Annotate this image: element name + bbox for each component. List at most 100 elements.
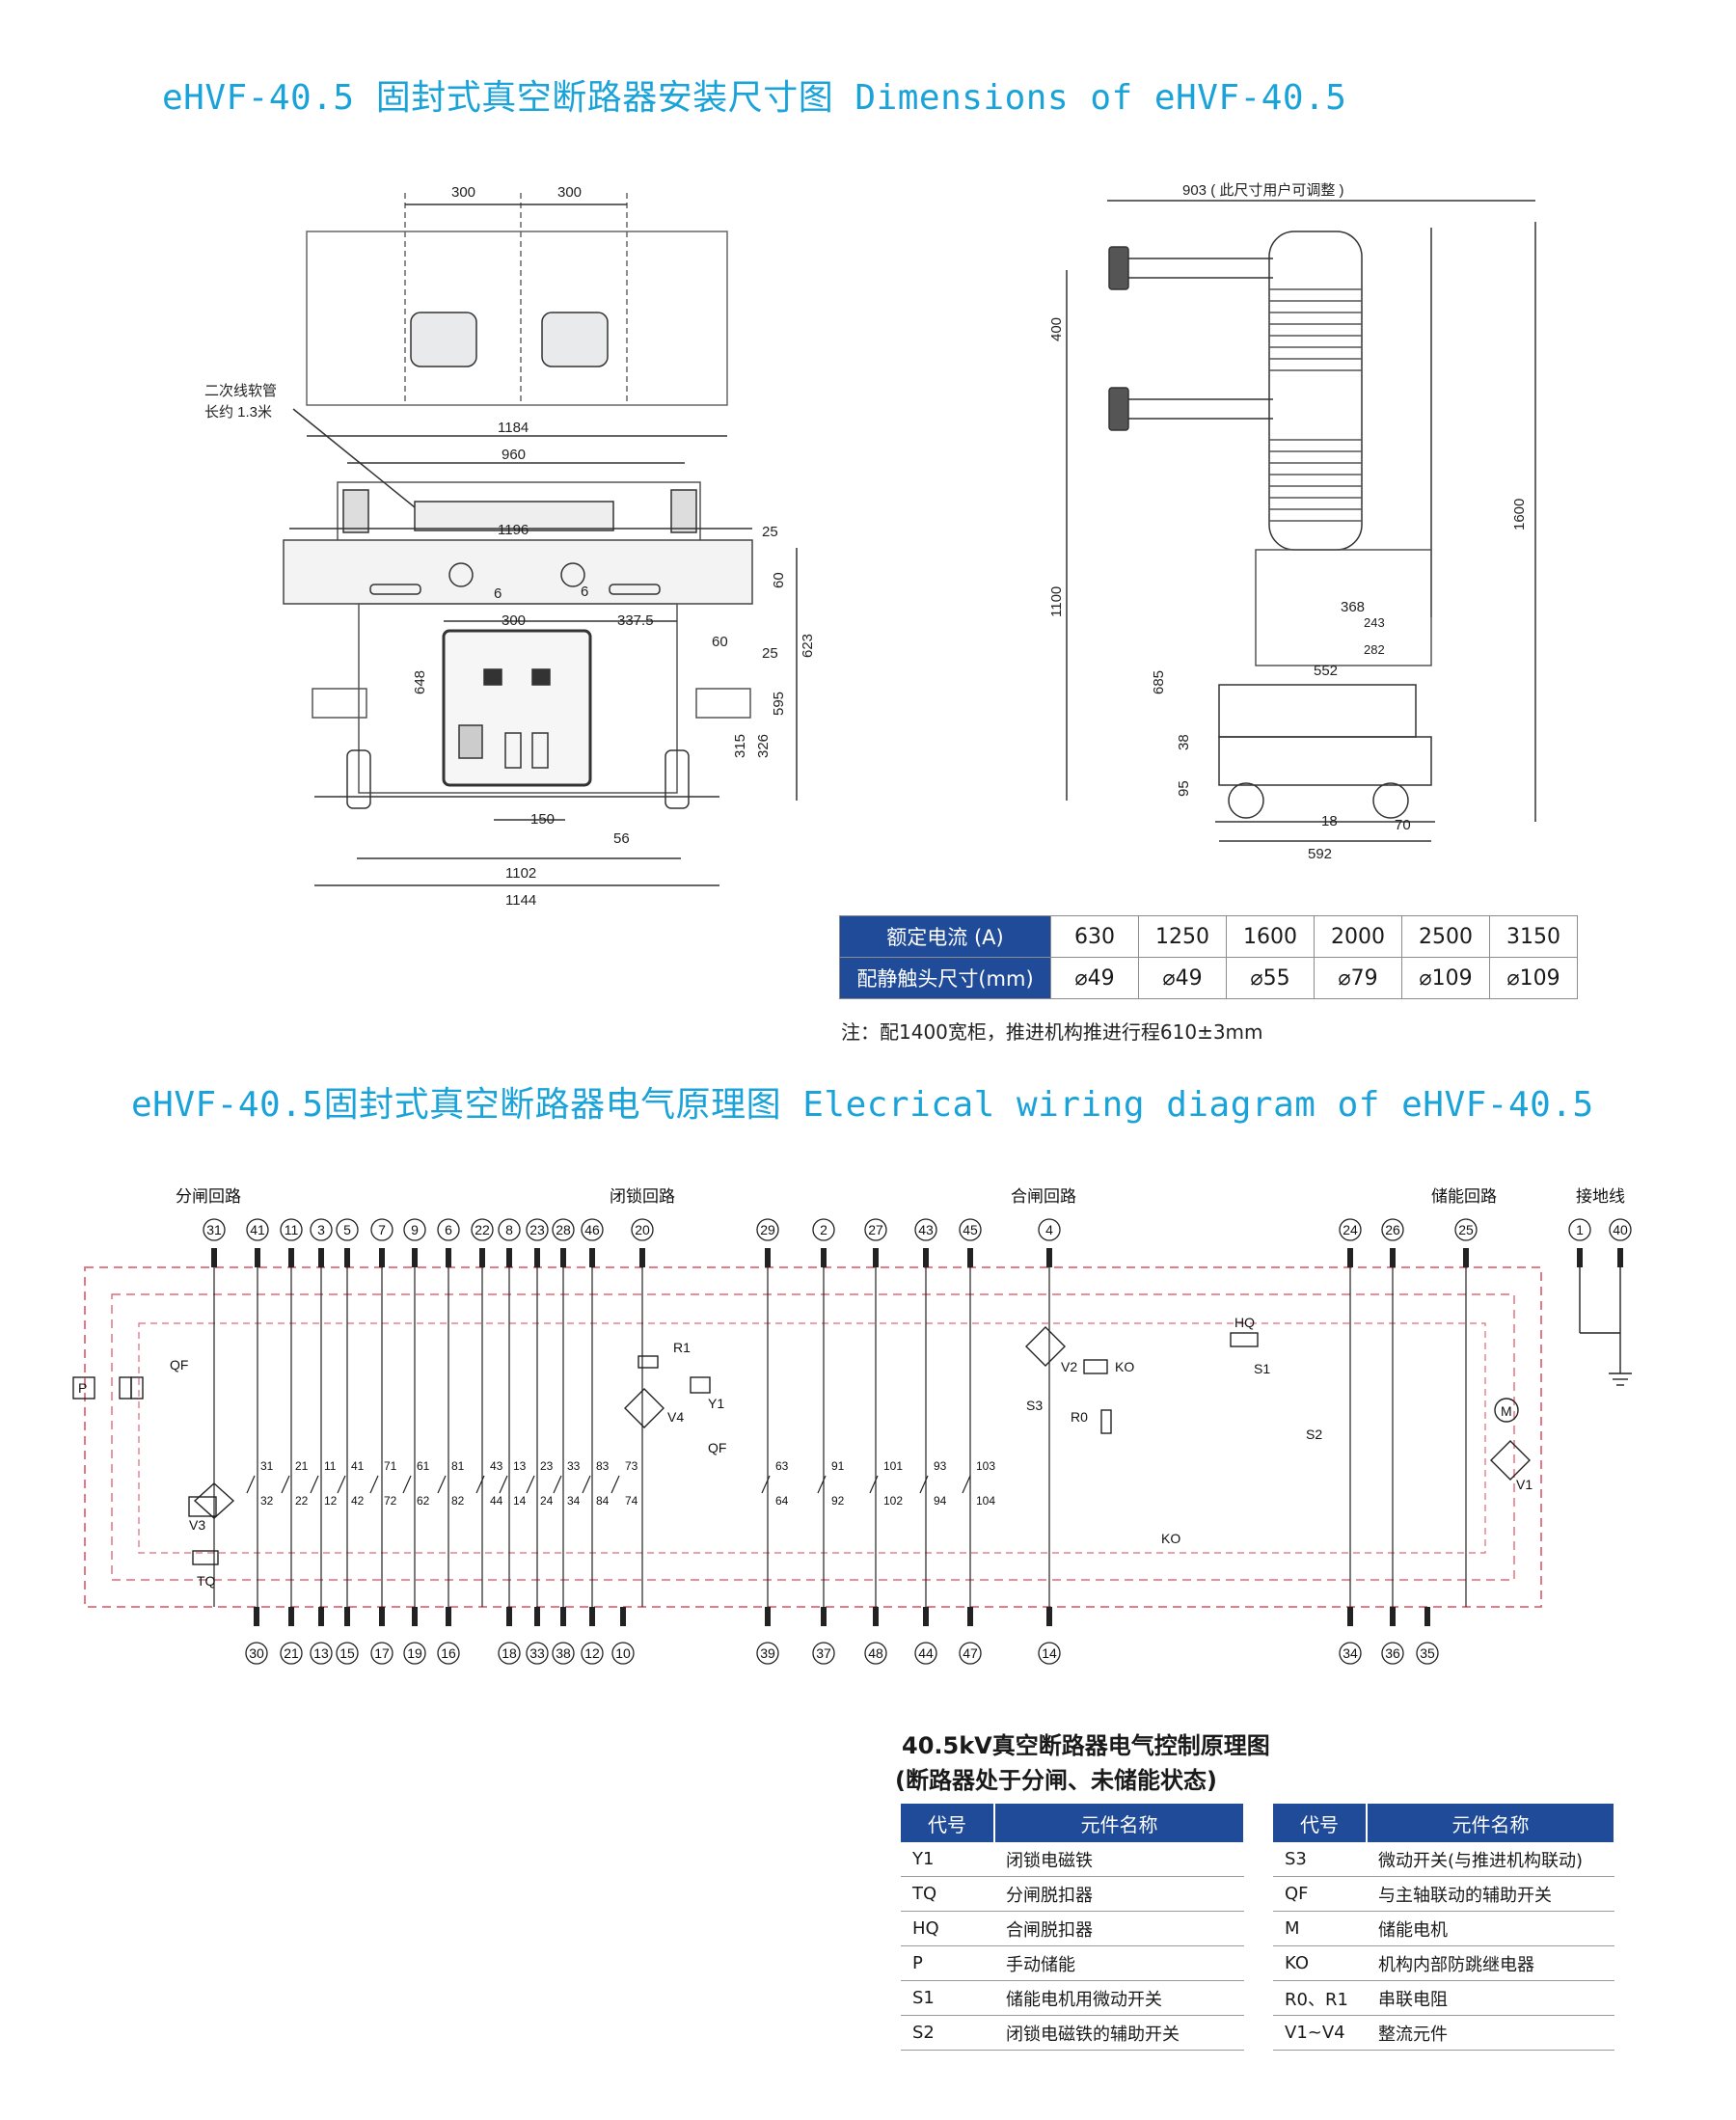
terminal-label: 28 — [556, 1222, 571, 1237]
side-dim-text: 18 — [1321, 813, 1338, 829]
top-terminal: 46 — [581, 1218, 604, 1607]
terminal-label: 12 — [584, 1645, 600, 1661]
bottom-terminal: 14 — [1038, 1607, 1061, 1665]
contact-bottom-label: 102 — [883, 1494, 903, 1508]
terminal-label: 26 — [1385, 1222, 1400, 1237]
side-dim-text: 243 — [1364, 615, 1385, 630]
front-dim-text: 623 — [800, 634, 816, 658]
terminal-label: 21 — [284, 1645, 299, 1661]
front-dim-text: 300 — [451, 184, 475, 201]
terminal-label: 48 — [868, 1645, 883, 1661]
terminal-label: 7 — [378, 1222, 386, 1237]
current-cell: 630 — [1050, 915, 1139, 958]
label-qf: QF — [170, 1357, 188, 1373]
terminal-label: 36 — [1385, 1645, 1400, 1661]
front-dim-text: 6 — [581, 584, 588, 600]
current-cell: 3150 — [1489, 915, 1578, 958]
code-header: 代号 — [1273, 1804, 1368, 1842]
contact-top-label: 23 — [540, 1459, 554, 1473]
part-code: V1~V4 — [1273, 2015, 1367, 2051]
contact-bottom-label: 34 — [567, 1494, 581, 1508]
terminal-label: 38 — [556, 1645, 571, 1661]
terminal-label: 18 — [502, 1645, 517, 1661]
terminal-label: 6 — [445, 1222, 452, 1237]
contact-top-label: 61 — [417, 1459, 430, 1473]
contact-top-label: 73 — [625, 1459, 638, 1473]
side-dim-text: 552 — [1314, 663, 1338, 679]
part-code: P — [901, 1945, 994, 1981]
contact-top-label: 33 — [567, 1459, 581, 1473]
current-cell: 2500 — [1401, 915, 1490, 958]
section-label-close: 合闸回路 — [1011, 1187, 1076, 1206]
terminal-label: 17 — [374, 1645, 390, 1661]
label-v2: V2 — [1061, 1359, 1077, 1374]
top-terminal: 41 — [246, 1218, 269, 1607]
contact-bottom-label: 74 — [625, 1494, 638, 1508]
section-label-trip: 分闸回路 — [176, 1187, 241, 1206]
contact-bottom-label: 82 — [451, 1494, 465, 1508]
side-dim-text: 70 — [1395, 817, 1411, 833]
contact-size-header: 配静触头尺寸(mm) — [839, 957, 1051, 999]
part-name: 与主轴联动的辅助开关 — [1367, 1876, 1614, 1912]
contact-top-label: 101 — [883, 1459, 903, 1473]
terminal-label: 4 — [1045, 1222, 1053, 1237]
front-dim-text: 960 — [502, 447, 526, 463]
part-code: HQ — [901, 1911, 994, 1946]
front-dim-text: 326 — [755, 734, 772, 758]
bottom-terminal: 38 — [552, 1607, 575, 1665]
terminal-label: 47 — [963, 1645, 978, 1661]
terminal-label: 46 — [584, 1222, 600, 1237]
front-dim-text: 56 — [613, 830, 630, 847]
bottom-terminal: 47 — [959, 1607, 982, 1665]
bottom-terminal: 16 — [437, 1607, 460, 1665]
bottom-terminal: 37 — [812, 1607, 835, 1665]
contact-bottom-label: 84 — [596, 1494, 610, 1508]
bottom-terminal: 13 — [310, 1607, 333, 1665]
contact-cell: ⌀49 — [1050, 957, 1139, 999]
terminal-label: 23 — [529, 1222, 545, 1237]
top-terminal: 11 — [280, 1218, 303, 1607]
terminal-label: 43 — [918, 1222, 934, 1237]
top-terminal: 1 — [1568, 1218, 1591, 1267]
top-terminal: 20 — [631, 1218, 654, 1607]
label-p: P — [78, 1380, 87, 1396]
part-name: 合闸脱扣器 — [994, 1911, 1244, 1946]
aux-contacts: 3132212211124142717261628182434413142324… — [246, 1459, 995, 1508]
top-terminal: 27 — [864, 1218, 887, 1607]
part-name: 储能电机 — [1367, 1911, 1614, 1946]
terminal-label: 14 — [1042, 1645, 1057, 1661]
front-dim-text: 60 — [712, 634, 728, 650]
terminal-label: 16 — [441, 1645, 456, 1661]
top-terminal: 22 — [471, 1218, 494, 1607]
contact-top-label: 93 — [934, 1459, 947, 1473]
label-qf2: QF — [708, 1440, 726, 1455]
top-terminal: 31 — [203, 1218, 226, 1607]
part-code: S2 — [901, 2015, 994, 2051]
contact-bottom-label: 72 — [384, 1494, 397, 1508]
terminal-label: 1 — [1576, 1222, 1584, 1237]
front-dim-text: 648 — [412, 670, 428, 694]
top-terminal: 6 — [437, 1218, 460, 1607]
front-dim-text: 315 — [732, 734, 748, 758]
contact-cell: ⌀55 — [1226, 957, 1315, 999]
bottom-terminal: 18 — [498, 1607, 521, 1665]
front-dim-text: 6 — [494, 585, 502, 602]
contact-bottom-label: 92 — [831, 1494, 845, 1508]
label-r1: R1 — [673, 1340, 691, 1355]
terminal-label: 40 — [1613, 1222, 1628, 1237]
current-cell: 1250 — [1138, 915, 1227, 958]
